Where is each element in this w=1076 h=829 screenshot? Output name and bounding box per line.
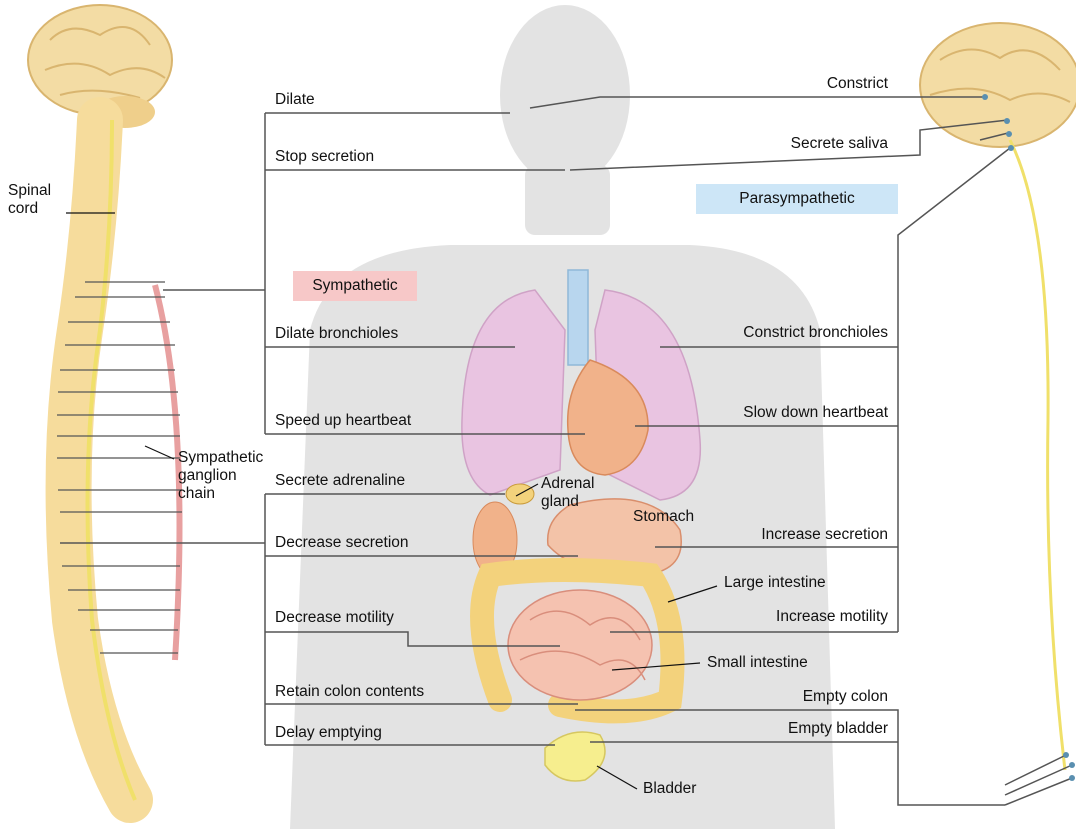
effect-empty-bladder: Empty bladder — [640, 720, 888, 738]
effect-secrete-adrenaline: Secrete adrenaline — [275, 472, 405, 490]
effect-decrease-motility: Decrease motility — [275, 609, 394, 627]
small-intestine — [508, 590, 652, 700]
effect-secrete-saliva: Secrete saliva — [640, 135, 888, 153]
effect-speed-up-heartbeat: Speed up heartbeat — [275, 412, 411, 430]
spinal-cord-label: Spinal cord — [8, 182, 51, 218]
effect-dilate: Dilate — [275, 91, 315, 109]
effect-retain-colon-contents: Retain colon contents — [275, 683, 424, 701]
stomach-label: Stomach — [633, 508, 694, 526]
parasympathetic-badge: Parasympathetic — [696, 184, 898, 214]
large-intestine-label: Large intestine — [724, 574, 826, 592]
effect-empty-colon: Empty colon — [640, 688, 888, 706]
effect-increase-secretion: Increase secretion — [640, 526, 888, 544]
adrenal-gland-label: Adrenal gland — [541, 475, 594, 511]
effect-constrict: Constrict — [640, 75, 888, 93]
effect-dilate-bronchioles: Dilate bronchioles — [275, 325, 398, 343]
effect-slow-down-heartbeat: Slow down heartbeat — [640, 404, 888, 422]
spinal-column — [69, 120, 180, 800]
effect-constrict-bronchioles: Constrict bronchioles — [640, 324, 888, 342]
effect-delay-emptying: Delay emptying — [275, 724, 382, 742]
effect-increase-motility: Increase motility — [640, 608, 888, 626]
small-intestine-label: Small intestine — [707, 654, 808, 672]
effect-decrease-secretion: Decrease secretion — [275, 534, 409, 552]
effect-stop-secretion: Stop secretion — [275, 148, 374, 166]
bladder-label: Bladder — [643, 780, 696, 798]
sympathetic-badge: Sympathetic — [293, 271, 417, 301]
sympathetic-ganglion-chain-label: Sympathetic ganglion chain — [178, 449, 263, 503]
